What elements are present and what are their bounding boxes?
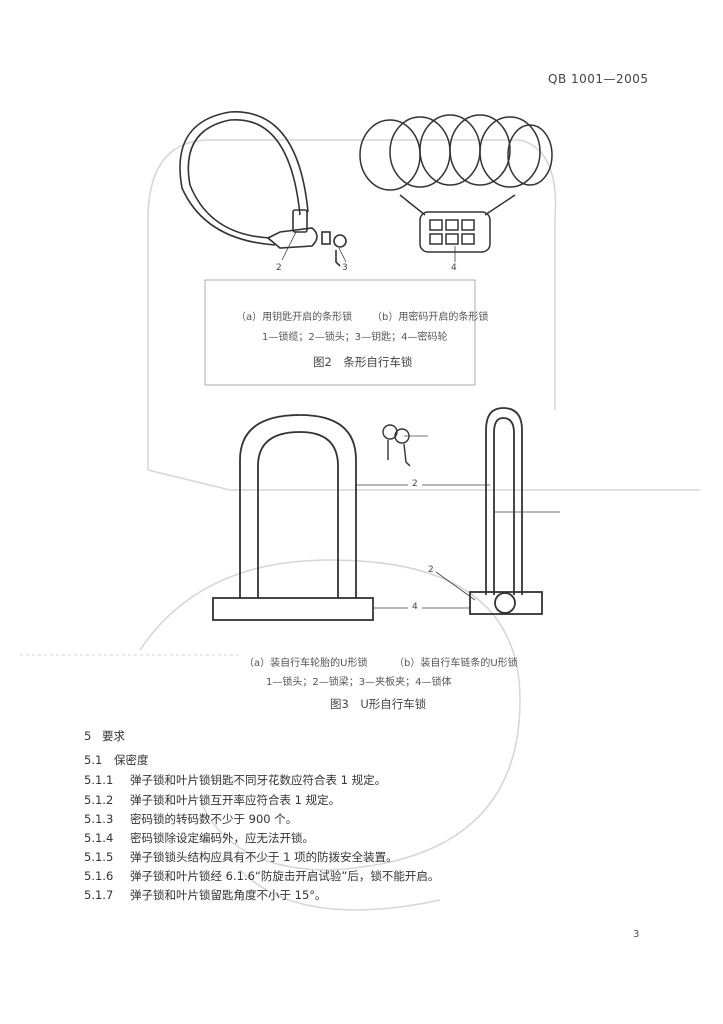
u-lock-chain (469, 407, 543, 615)
callout-4: 4 (451, 263, 457, 273)
keys (382, 424, 411, 467)
page-number: 3 (633, 929, 640, 940)
callout-4: 4 (412, 602, 418, 612)
section-heading: 5 要求 (84, 728, 125, 744)
callout-2: 2 (276, 263, 282, 273)
callout-3: 3 (342, 263, 348, 273)
figure2-caption-b: （b）用密码开启的条形锁 (372, 312, 489, 323)
figure2-caption-a: （a）用钥匙开启的条形锁 (236, 312, 353, 323)
subsection-heading: 5.1 保密度 (84, 752, 149, 768)
subsection-number: 5.1 (84, 753, 103, 767)
figure2-title: 图2 条形自行车锁 (313, 355, 413, 369)
figure3-legend: 1—锁头；2—锁梁；3—夹板夹；4—锁体 (266, 677, 452, 688)
figure2-legend: 1—锁缆；2—锁头；3—钥匙；4—密码轮 (262, 332, 448, 343)
figure3-title: 图3 U形自行车锁 (330, 697, 427, 711)
standard-number: QB 1001—2005 (548, 72, 649, 86)
figure3-caption-b: （b）装自行车链条的U形锁 (394, 658, 518, 669)
section-number: 5 (84, 729, 92, 743)
callout-2: 2 (412, 479, 418, 489)
cable-lock-key (179, 111, 347, 267)
subsection-title: 保密度 (114, 753, 149, 767)
callout-2: 2 (428, 565, 434, 575)
cable-lock-combination (359, 114, 553, 253)
u-lock-tyre (212, 414, 374, 621)
section-title: 要求 (102, 729, 125, 743)
figure3-caption-a: （a）装自行车轮胎的U形锁 (244, 658, 368, 669)
